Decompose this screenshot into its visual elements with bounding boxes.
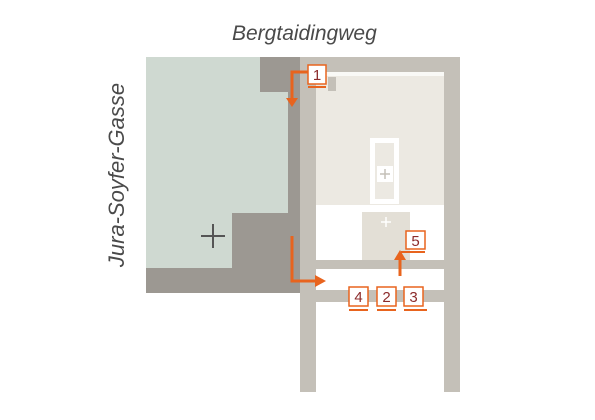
marker-1-label: 1	[313, 67, 321, 84]
marker-5[interactable]: 5	[401, 230, 426, 253]
arrow-head-5	[394, 250, 406, 260]
marker-1[interactable]: 1	[307, 64, 327, 88]
arrow-entrance-1	[290, 70, 308, 100]
marker-2[interactable]: 2	[376, 286, 397, 311]
dark-path-vertical	[288, 57, 300, 293]
arrow-entrance-main	[290, 236, 316, 283]
street-label-bergtaidingweg: Bergtaidingweg	[232, 22, 377, 45]
dark-path	[146, 57, 300, 293]
marker-4[interactable]: 4	[348, 286, 369, 311]
frame-right	[444, 57, 460, 392]
marker-3[interactable]: 3	[403, 286, 427, 311]
frame-left	[300, 57, 316, 392]
marker-4-label: 4	[354, 289, 362, 306]
frame-top	[300, 57, 460, 72]
marker-5-label: 5	[411, 233, 419, 250]
marker-2-label: 2	[382, 289, 390, 306]
building-highlight	[316, 72, 444, 76]
arrow-head-1	[286, 98, 298, 107]
frame-band-upper	[300, 260, 460, 269]
marker-3-label: 3	[409, 289, 417, 306]
corner-notch	[328, 77, 336, 91]
arrow-head-main	[315, 275, 326, 287]
